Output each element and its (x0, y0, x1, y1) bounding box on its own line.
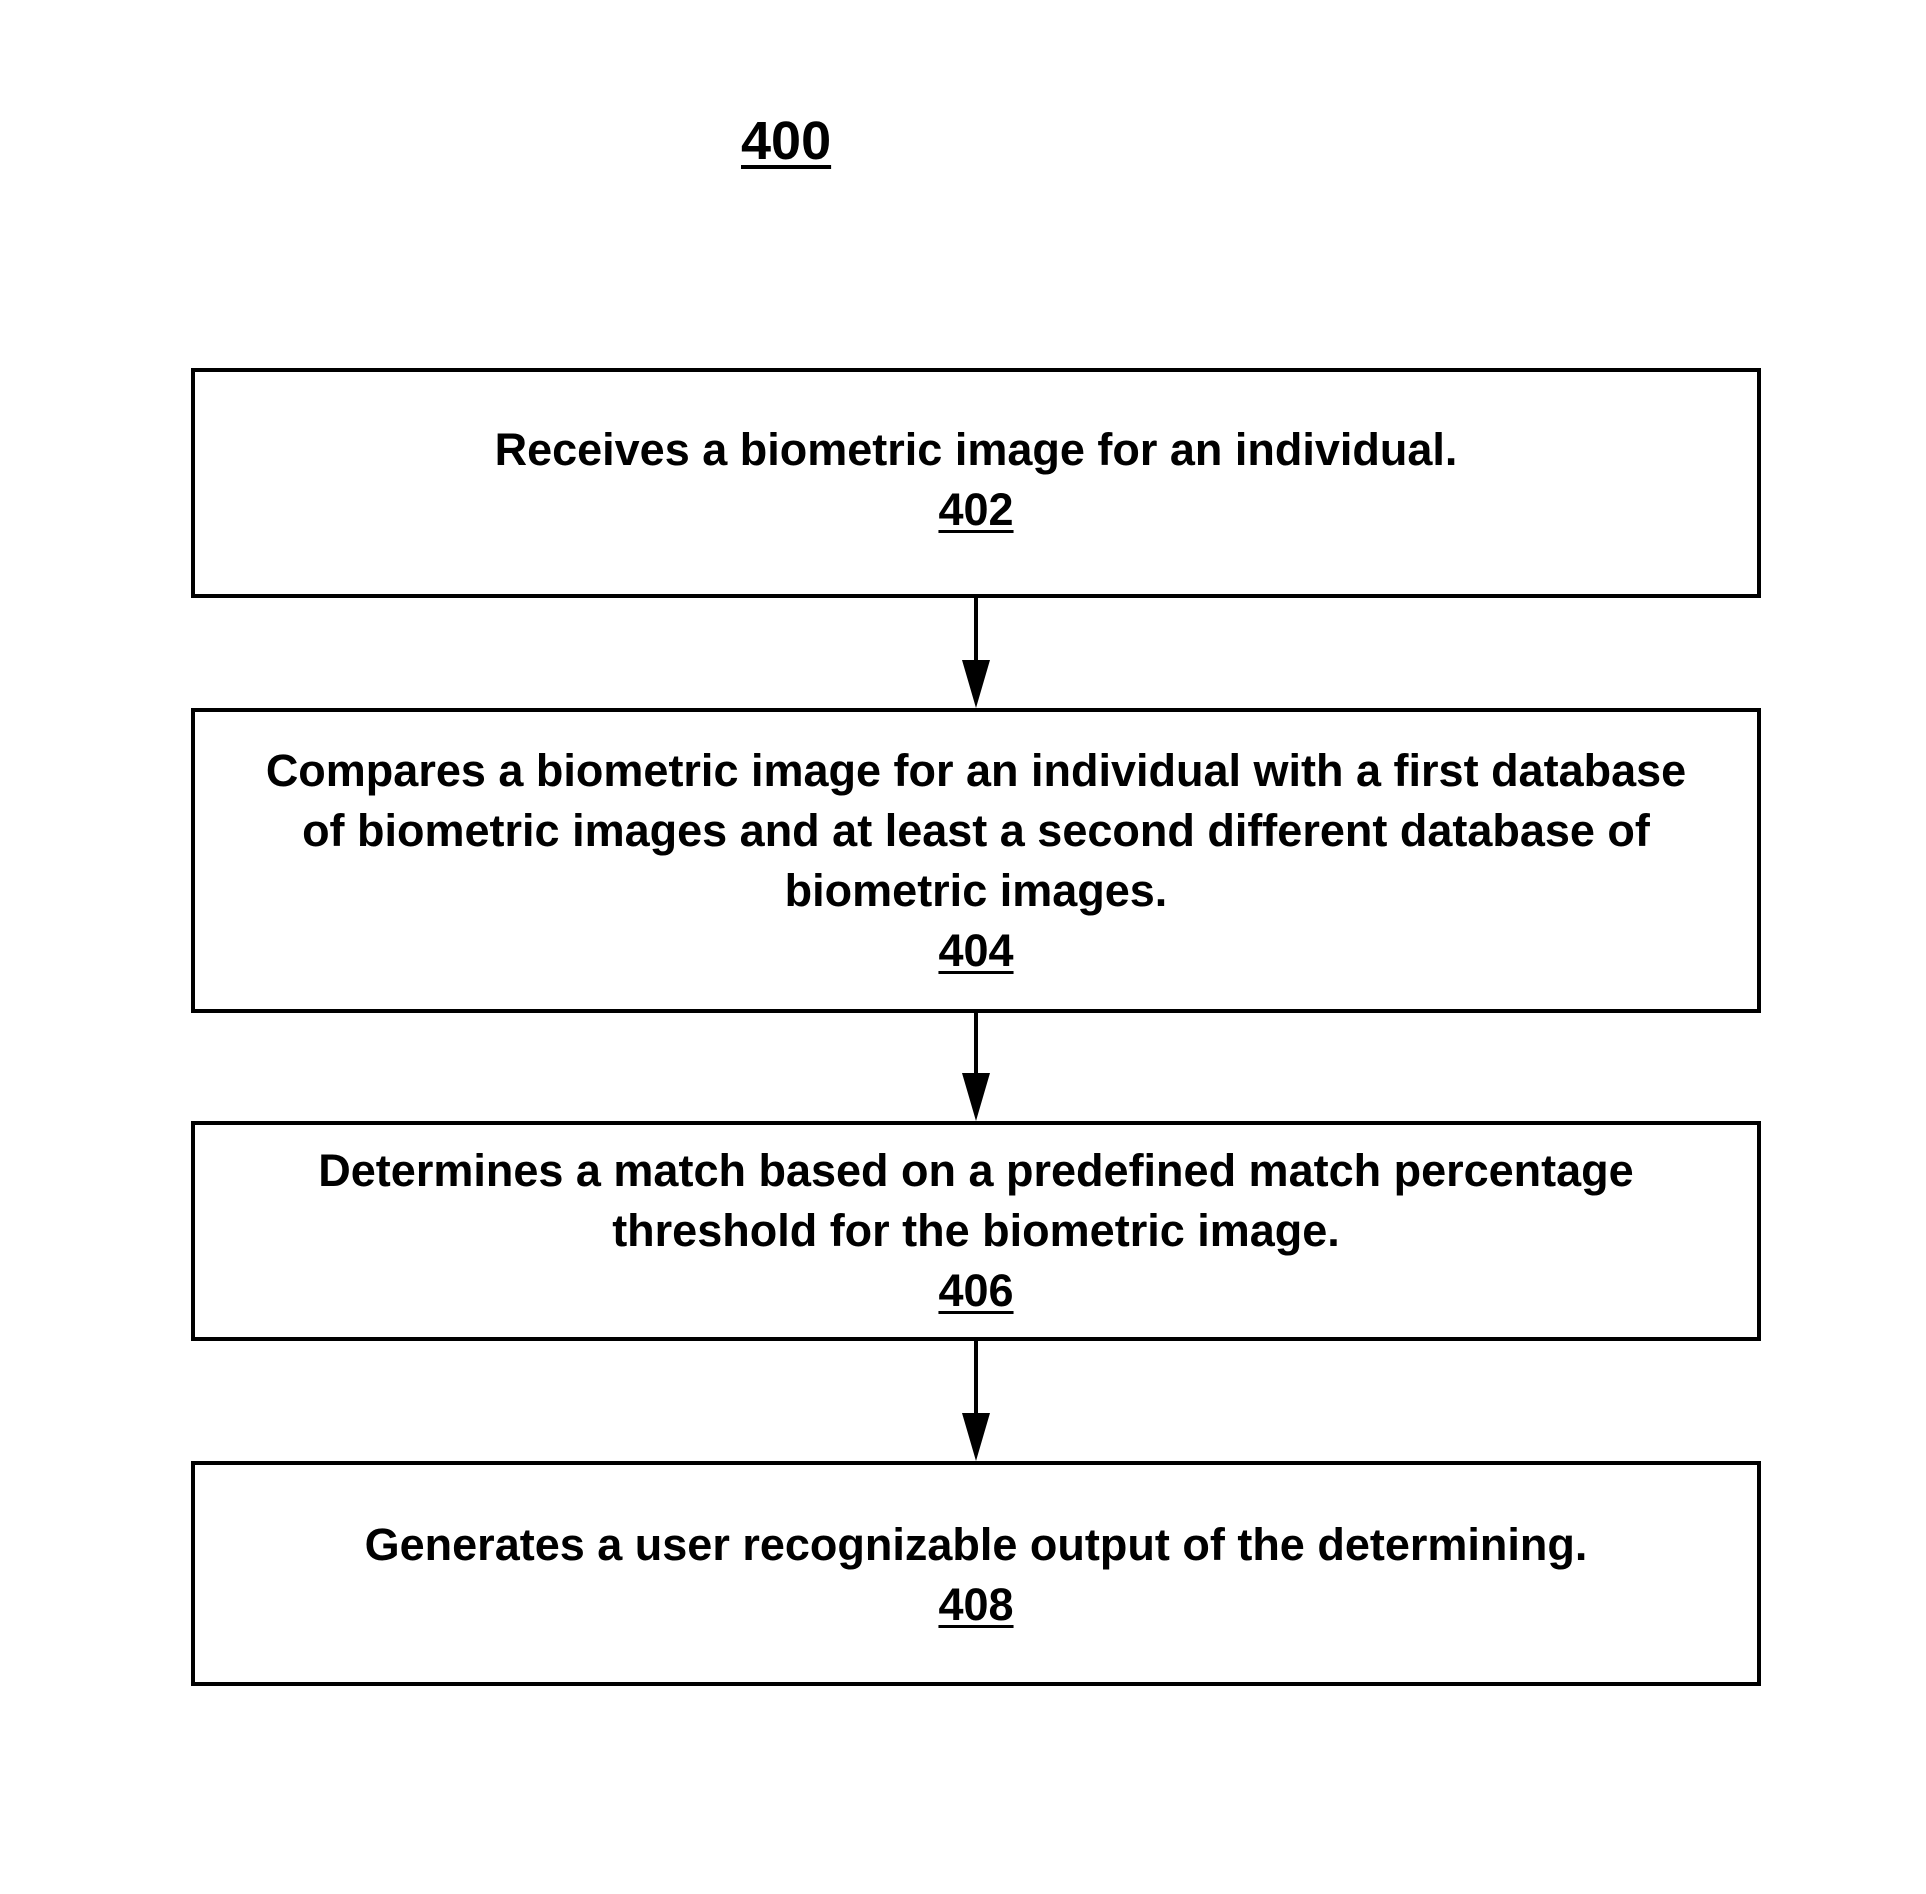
step-box-402: Receives a biometric image for an indivi… (191, 368, 1761, 598)
step-box-408: Generates a user recognizable output of … (191, 1461, 1761, 1686)
step-text-404: Compares a biometric image for an indivi… (206, 741, 1746, 921)
step-box-404: Compares a biometric image for an indivi… (191, 708, 1761, 1013)
step-ref-406: 406 (938, 1261, 1013, 1321)
arrow-404-to-406 (962, 1013, 990, 1121)
arrow-402-to-404 (962, 598, 990, 708)
step-ref-404: 404 (938, 921, 1013, 981)
arrow-406-to-408 (962, 1341, 990, 1461)
step-text-408: Generates a user recognizable output of … (325, 1515, 1628, 1575)
step-text-402: Receives a biometric image for an indivi… (455, 420, 1498, 480)
step-box-406: Determines a match based on a predefined… (191, 1121, 1761, 1341)
figure-number: 400 (741, 110, 831, 172)
step-ref-408: 408 (938, 1575, 1013, 1635)
step-text-406: Determines a match based on a predefined… (196, 1141, 1756, 1261)
step-ref-402: 402 (938, 480, 1013, 540)
